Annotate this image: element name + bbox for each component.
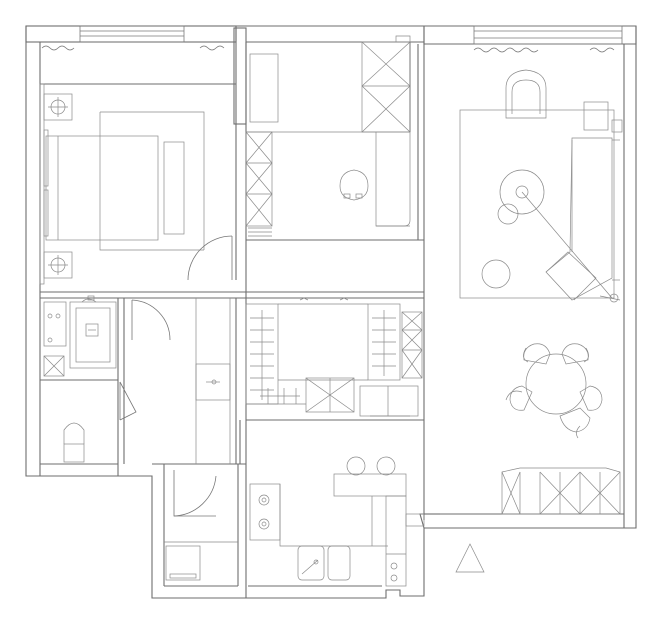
- round-table: [525, 353, 587, 415]
- corridor-storage: [245, 297, 423, 417]
- windows: [41, 25, 623, 53]
- rug: [459, 109, 615, 299]
- counter: [333, 473, 407, 546]
- sofa: [545, 137, 613, 301]
- dining-chairs: [505, 343, 603, 439]
- nightstand: [43, 251, 73, 279]
- second-bedroom: [245, 35, 411, 237]
- toilet: [63, 422, 85, 463]
- kitchen: [249, 456, 425, 587]
- side-table: [583, 101, 609, 131]
- dining-area: [505, 343, 603, 439]
- washing-machine: [165, 545, 201, 581]
- double-bed: [45, 135, 159, 241]
- floor-lamp: [521, 191, 621, 303]
- storage-cabinet: [501, 467, 621, 515]
- bar-stools: [346, 456, 396, 476]
- interior-walls: [40, 26, 425, 598]
- living-room: [459, 69, 623, 303]
- hob: [249, 483, 281, 541]
- bench: [163, 141, 185, 235]
- armchair: [505, 69, 547, 119]
- north-arrow-icon: [455, 543, 485, 573]
- basin: [195, 298, 231, 464]
- fridge: [385, 495, 407, 587]
- wardrobe: [361, 41, 411, 133]
- bathroom-1: [43, 295, 231, 464]
- wardrobe: [39, 83, 45, 285]
- sink: [297, 545, 351, 581]
- coffee-table: [497, 169, 545, 225]
- chair: [339, 169, 369, 201]
- nightstand: [43, 93, 73, 121]
- bathroom-2: [164, 470, 238, 581]
- bathtub: [69, 295, 117, 369]
- storage-cabinets: [245, 131, 273, 237]
- master-bedroom: [39, 83, 233, 285]
